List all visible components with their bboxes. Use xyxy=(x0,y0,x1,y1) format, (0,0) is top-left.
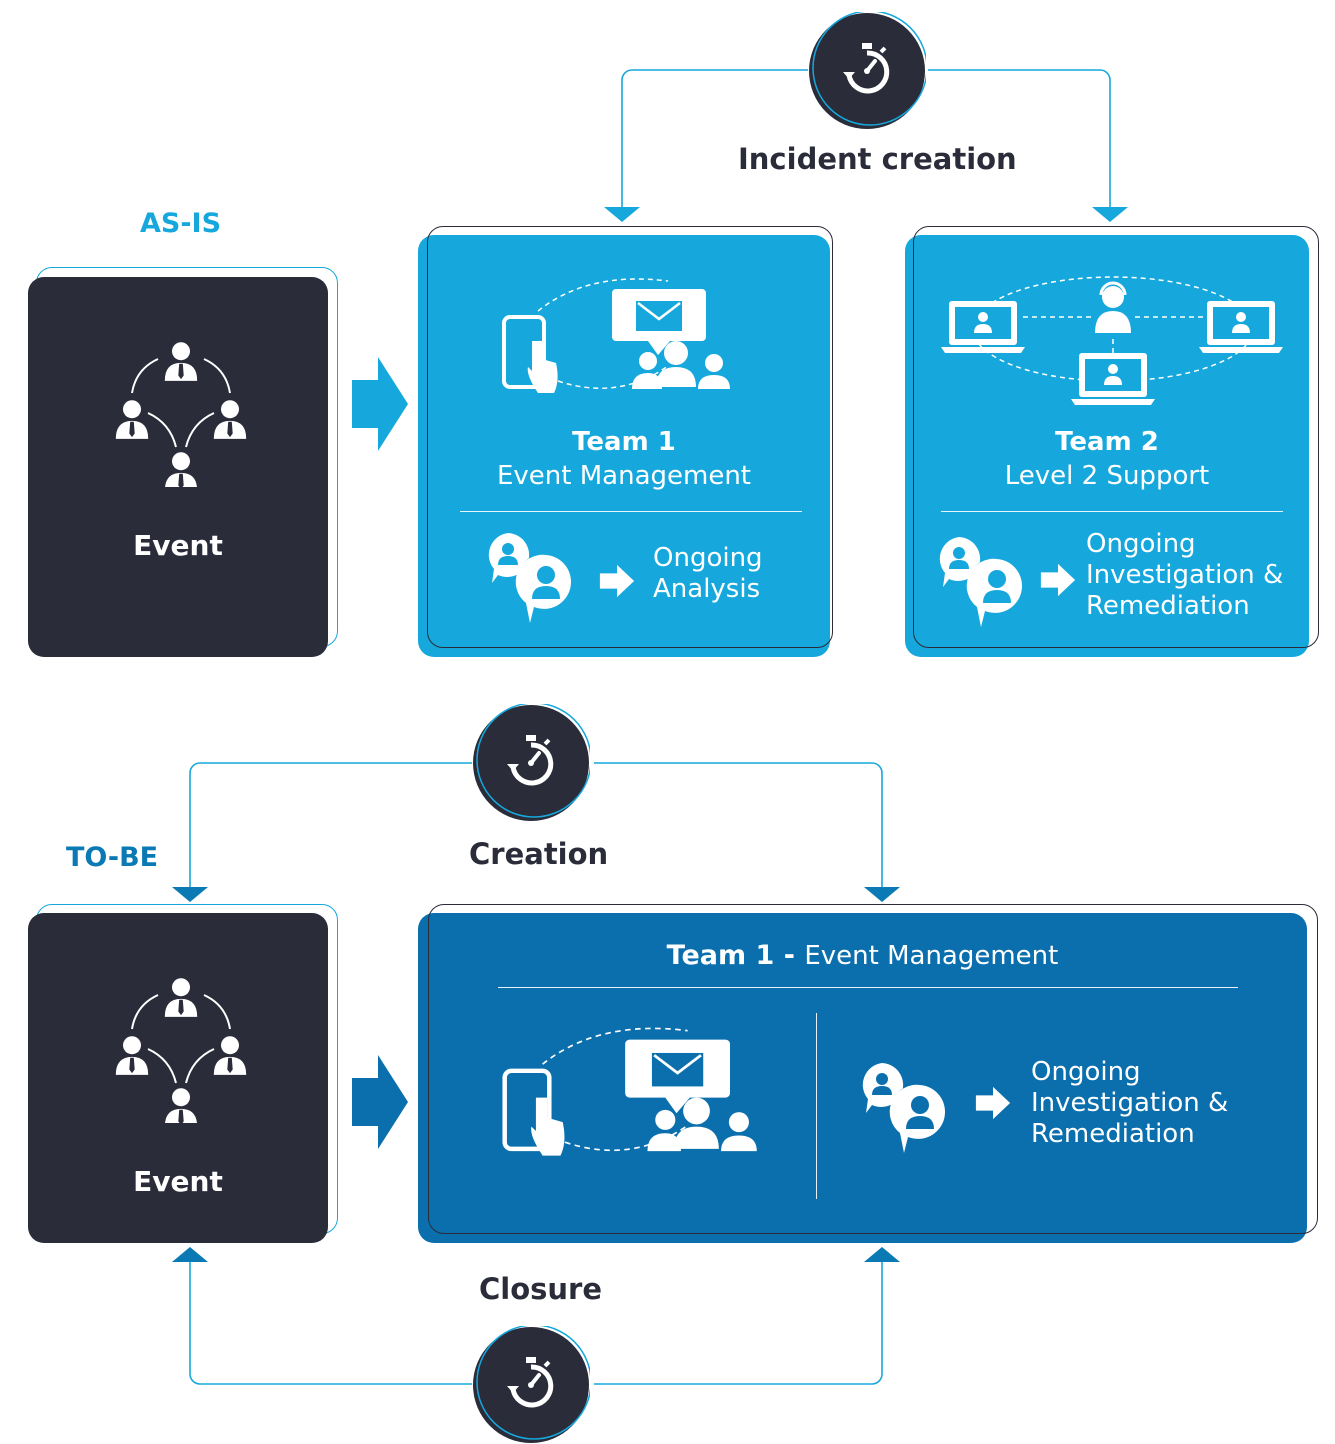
incident-creation-label: Incident creation xyxy=(738,142,1017,176)
laptop-user-icon xyxy=(1199,301,1283,353)
to-be-label: TO-BE xyxy=(66,842,159,873)
phone-touch-icon xyxy=(502,315,558,393)
event-title: Event xyxy=(133,1165,223,1198)
right-arrow-icon xyxy=(599,564,635,598)
chat-agents-icon xyxy=(939,537,1027,627)
team2-team: Team 2 xyxy=(1055,427,1159,457)
chat-agents-icon xyxy=(862,1063,950,1153)
team2-role: Level 2 Support xyxy=(1004,461,1210,491)
creation-label: Creation xyxy=(469,837,609,871)
flow-arrow-asis xyxy=(352,357,408,451)
laptop-user-icon xyxy=(941,301,1025,353)
right-arrow-icon xyxy=(1040,563,1076,597)
people-network-icon xyxy=(115,342,247,487)
stopwatch-icon xyxy=(808,12,926,130)
people-network-icon xyxy=(115,978,247,1123)
flow-arrow-tobe xyxy=(352,1055,408,1149)
stopwatch-icon xyxy=(472,704,590,822)
email-bubble-icon xyxy=(625,1039,730,1114)
laptop-user-icon xyxy=(1071,353,1155,405)
team1-team: Team 1 xyxy=(572,427,676,457)
tobe-role: Event Management xyxy=(804,941,1059,971)
chat-agents-icon xyxy=(488,533,576,623)
phone-touch-icon xyxy=(502,1068,565,1156)
event-card-asis: Event xyxy=(28,277,328,657)
group-icon xyxy=(647,1097,757,1152)
team2-status: Ongoing Investigation & Remediation xyxy=(1086,529,1284,621)
support-agent-icon xyxy=(1095,281,1131,333)
right-arrow-icon xyxy=(975,1086,1011,1120)
closure-label: Closure xyxy=(479,1272,603,1306)
team1-status: Ongoing Analysis xyxy=(653,543,763,604)
group-icon xyxy=(632,341,730,389)
tobe-team-card xyxy=(418,913,1307,1243)
as-is-label: AS-IS xyxy=(140,208,222,239)
event-card-tobe: Event xyxy=(28,913,328,1243)
event-title: Event xyxy=(133,529,223,562)
email-bubble-icon xyxy=(612,289,706,355)
team1-role: Event Management xyxy=(496,461,752,491)
tobe-status: Ongoing Investigation & Remediation xyxy=(1031,1057,1229,1149)
stopwatch-icon xyxy=(472,1326,590,1444)
tobe-team: Team 1 - xyxy=(666,940,805,971)
